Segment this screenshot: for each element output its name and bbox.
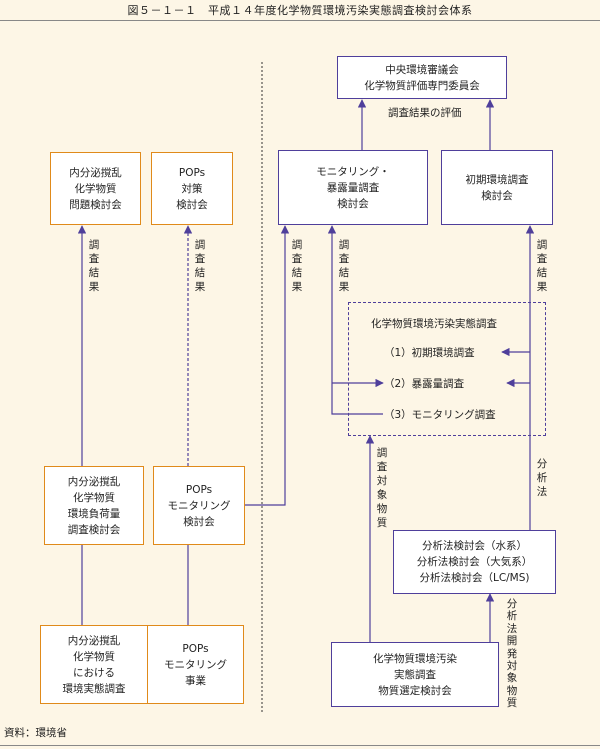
endocrine-survey-box: 内分泌撹乱 化学物質 における 環境実態調査 bbox=[40, 625, 148, 704]
pops-committee-line-3: 検討会 bbox=[176, 198, 208, 211]
target-substance-label: 調査対象物質 bbox=[376, 447, 388, 529]
substance-selection-line-2: 実態調査 bbox=[394, 668, 436, 681]
pops-monitoring-line-3: 検討会 bbox=[183, 515, 215, 528]
survey-panel bbox=[348, 302, 546, 436]
substance-selection-line-1: 化学物質環境汚染 bbox=[373, 652, 457, 665]
monitoring-exposure-line-2: 暴露量調査 bbox=[326, 181, 380, 194]
central-council-line-2: 化学物質評価専門委員会 bbox=[364, 79, 480, 92]
monitoring-exposure-line-1: モニタリング・ bbox=[316, 165, 390, 178]
arrow-survey-to-monitoring-exposure bbox=[327, 225, 383, 415]
pops-committee-line-2: 対策 bbox=[181, 182, 203, 195]
analysis-method-label: 分析法 bbox=[536, 458, 548, 498]
endocrine-survey-line-4: 環境実態調査 bbox=[62, 682, 126, 695]
result-label-monitoring: 調査結果 bbox=[291, 239, 303, 293]
endocrine-load-line-3: 環境負荷量 bbox=[67, 507, 121, 520]
endocrine-survey-line-1: 内分泌撹乱 bbox=[67, 634, 121, 647]
endocrine-load-line-4: 調査検討会 bbox=[67, 523, 121, 536]
evaluation-label: 調査結果の評価 bbox=[388, 107, 462, 119]
analysis-committee-line-2: 分析法検討会（大気系） bbox=[416, 556, 533, 568]
pops-project-line-1: POPs bbox=[182, 642, 209, 655]
endocrine-load-line-1: 内分泌撹乱 bbox=[67, 475, 121, 488]
method-dev-target-label: 分析法開発対象物質 bbox=[506, 598, 518, 710]
pops-monitoring-committee-box: POPs モニタリング 検討会 bbox=[153, 466, 245, 545]
survey-panel-heading: 化学物質環境汚染実態調査 bbox=[371, 318, 497, 330]
pops-monitoring-project-box: POPs モニタリング 事業 bbox=[147, 625, 244, 704]
arrow-pops-to-monitoring-exposure bbox=[245, 225, 290, 506]
endocrine-survey-line-3: における bbox=[73, 666, 115, 679]
pops-monitoring-line-2: モニタリング bbox=[167, 499, 231, 512]
endocrine-load-line-2: 化学物質 bbox=[73, 491, 115, 504]
pops-monitoring-line-1: POPs bbox=[185, 483, 213, 496]
initial-env-line-2: 検討会 bbox=[481, 189, 513, 202]
pops-committee-line-1: POPs bbox=[178, 166, 206, 179]
endocrine-load-committee-box: 内分泌撹乱 化学物質 環境負荷量 調査検討会 bbox=[44, 466, 144, 545]
result-label-left: 調査結果 bbox=[88, 239, 100, 293]
survey-item-monitoring: （3）モニタリング調査 bbox=[384, 409, 496, 421]
central-council-line-1: 中央環境審議会 bbox=[385, 63, 459, 76]
initial-env-committee-box: 初期環境調査 検討会 bbox=[441, 150, 553, 225]
figure-title: 図５－１－１ 平成１４年度化学物質環境汚染実態調査検討会体系 bbox=[127, 4, 473, 17]
endocrine-survey-line-2: 化学物質 bbox=[73, 650, 115, 663]
monitoring-exposure-committee-box: モニタリング・ 暴露量調査 検討会 bbox=[278, 150, 428, 225]
endocrine-committee-line-1: 内分泌撹乱 bbox=[69, 166, 122, 179]
initial-env-line-1: 初期環境調査 bbox=[465, 173, 529, 186]
pops-project-line-3: 事業 bbox=[185, 674, 206, 687]
pops-committee-box: POPs 対策 検討会 bbox=[151, 152, 233, 225]
analysis-committee-line-3: 分析法検討会（LC/MS) bbox=[419, 572, 530, 584]
endocrine-committee-line-2: 化学物質 bbox=[74, 182, 117, 195]
endocrine-committee-line-3: 問題検討会 bbox=[69, 198, 122, 211]
substance-selection-committee-box: 化学物質環境汚染 実態調査 物質選定検討会 bbox=[331, 642, 499, 707]
monitoring-exposure-line-3: 検討会 bbox=[337, 197, 369, 210]
bottom-divider bbox=[0, 745, 600, 746]
endocrine-committee-box: 内分泌撹乱 化学物質 問題検討会 bbox=[50, 152, 141, 225]
substance-selection-line-3: 物質選定検討会 bbox=[378, 684, 452, 697]
source-note: 資料：環境省 bbox=[4, 727, 67, 739]
analysis-committee-line-1: 分析法検討会（水系） bbox=[422, 540, 527, 552]
central-council-box: 中央環境審議会 化学物質評価専門委員会 bbox=[337, 56, 507, 99]
title-divider bbox=[0, 20, 600, 21]
result-label-pops: 調査結果 bbox=[194, 239, 206, 293]
pops-project-line-2: モニタリング bbox=[164, 658, 227, 671]
result-label-initial: 調査結果 bbox=[536, 239, 548, 293]
analysis-committee-box: 分析法検討会（水系） 分析法検討会（大気系） 分析法検討会（LC/MS) bbox=[393, 530, 556, 594]
survey-item-initial: （1）初期環境調査 bbox=[384, 347, 475, 359]
result-label-exposure: 調査結果 bbox=[338, 239, 350, 293]
survey-item-exposure: （2）暴露量調査 bbox=[384, 378, 465, 390]
